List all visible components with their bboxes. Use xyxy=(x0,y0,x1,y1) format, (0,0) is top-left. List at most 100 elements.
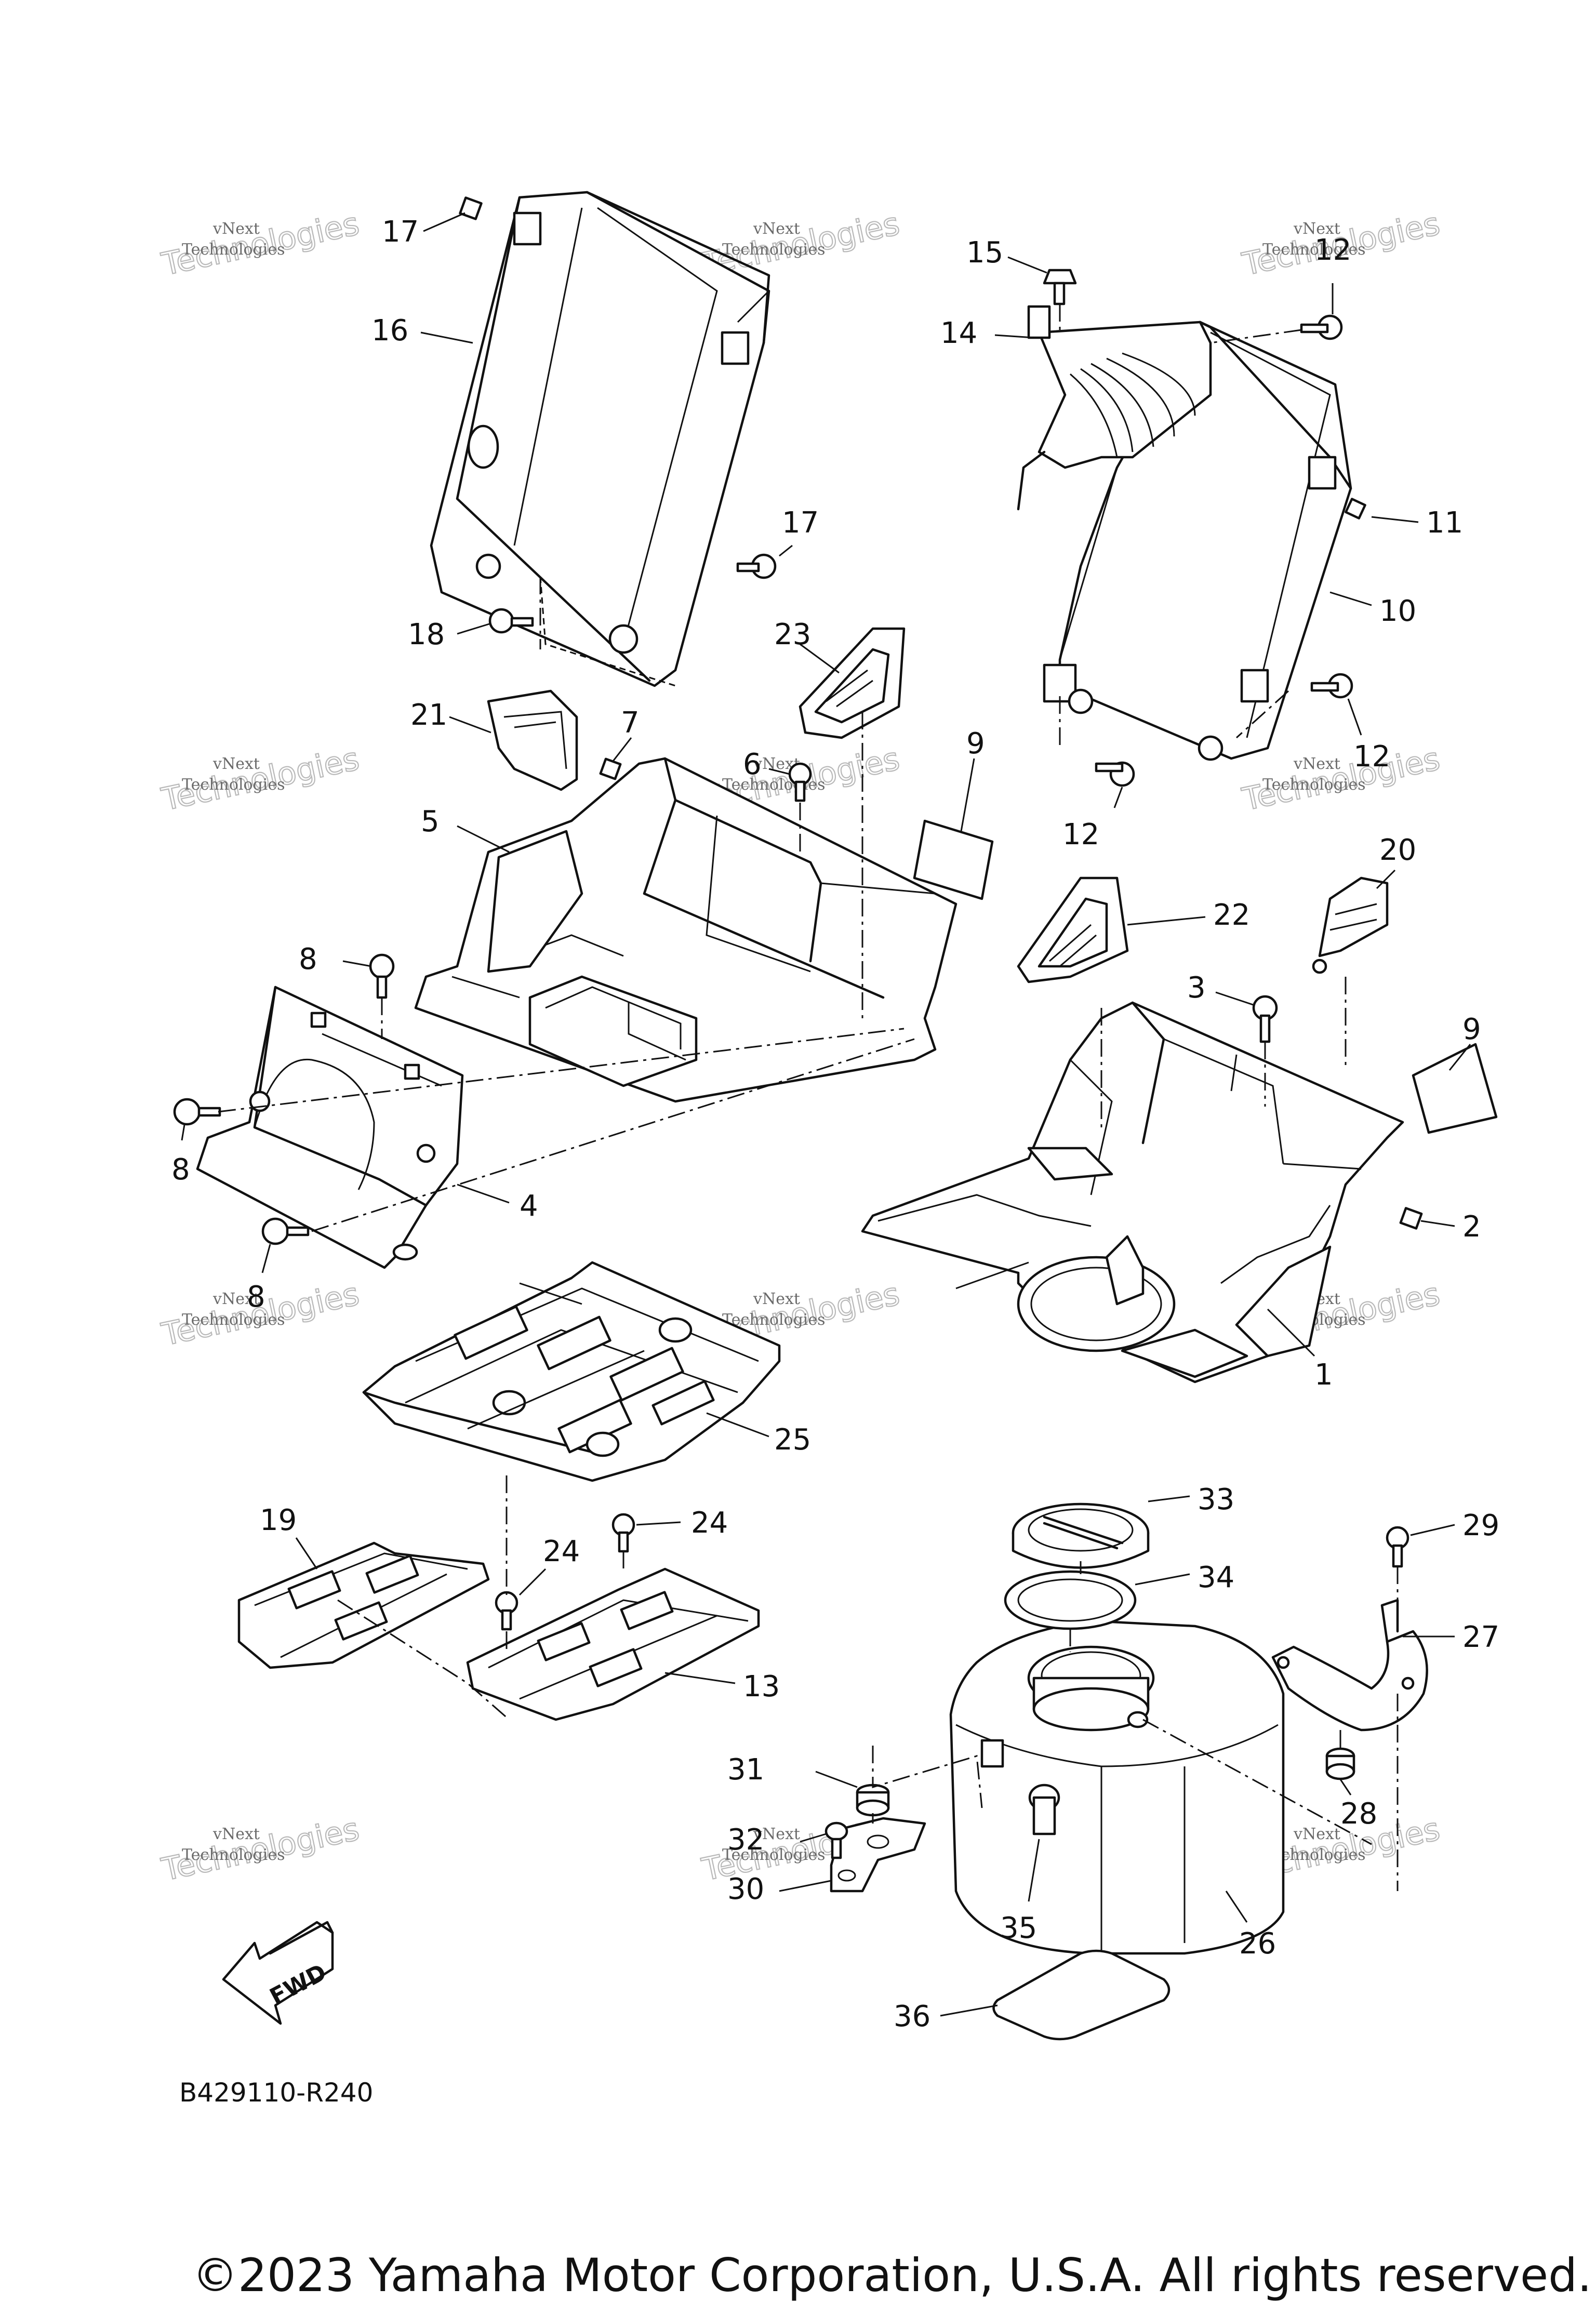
callout-1: 1 xyxy=(1314,1358,1333,1392)
part-15-hole xyxy=(475,553,501,579)
part-29-bolt xyxy=(1386,1526,1409,1568)
part-9-pad xyxy=(1412,1043,1498,1134)
part-26-fuel-tank xyxy=(949,1619,1285,1955)
callout-20: 20 xyxy=(1379,833,1416,867)
part-18-skid-plate xyxy=(466,1567,760,1721)
part-11-clip xyxy=(1345,498,1366,520)
callout-4: 5 xyxy=(421,805,440,839)
part-10-tab xyxy=(1308,456,1337,490)
part-10-side-cover xyxy=(1043,321,1352,761)
part-8-screw xyxy=(369,953,395,999)
part-8-screw xyxy=(261,1217,310,1245)
part-34-gasket xyxy=(1004,1570,1137,1630)
callouts: 17 16 17 18 15 14 12 11 10 12 12 23 xyxy=(171,212,1499,2033)
part-36-pad xyxy=(992,1949,1171,2041)
watermark-line2: Technologies xyxy=(182,1311,285,1329)
callout-23: 23 xyxy=(774,618,811,651)
callout-32: 32 xyxy=(727,1823,764,1857)
part-7-front-panel xyxy=(196,986,464,1269)
part-14-bolt xyxy=(1043,269,1077,305)
callout-7: 4 xyxy=(520,1189,538,1223)
watermark-line2: Technologies xyxy=(722,241,826,259)
callout-17: 18 xyxy=(408,618,445,651)
watermark-line1: vNext xyxy=(1293,755,1340,773)
part-4-storage-tray xyxy=(414,757,957,1103)
watermark-line2: Technologies xyxy=(1262,241,1366,259)
callout-24: 24 xyxy=(543,1535,580,1568)
callout-6: 7 xyxy=(621,706,640,740)
part-17-screw xyxy=(488,608,534,634)
watermark-line1: vNext xyxy=(1293,1825,1340,1843)
part-3-screw xyxy=(1252,995,1278,1043)
watermark-line1: vNext xyxy=(1293,220,1340,238)
callout-12: 12 xyxy=(1062,818,1099,852)
callout-35: 35 xyxy=(1000,1911,1037,1945)
callout-16: 17 xyxy=(382,215,419,249)
callout-29: 29 xyxy=(1462,1509,1499,1542)
part-2-clip xyxy=(1399,1207,1423,1230)
watermark-line2: Technologies xyxy=(182,1846,285,1864)
part-10-hole xyxy=(1068,688,1094,714)
callout-33: 33 xyxy=(1198,1483,1234,1516)
part-8-screw xyxy=(173,1098,221,1126)
part-12-screw xyxy=(1300,314,1343,340)
copyright: ©2023 Yamaha Motor Corporation, U.S.A. A… xyxy=(192,2249,1592,2302)
watermark-line2: Technologies xyxy=(722,1846,826,1864)
part-1-storage-tray xyxy=(861,1001,1404,1383)
part-17-screw xyxy=(736,553,777,579)
watermark-line2: Technologies xyxy=(722,1311,826,1329)
callout-24: 24 xyxy=(691,1506,728,1540)
callout-12: 12 xyxy=(1353,740,1390,774)
callout-3: 3 xyxy=(1187,971,1206,1005)
watermark: Technologies vNext Technologies xyxy=(158,205,363,284)
fwd-arrow-icon: FWD xyxy=(222,1921,334,2025)
callout-5: 6 xyxy=(743,748,762,781)
callout-27: 27 xyxy=(1462,1620,1499,1654)
callout-36: 36 xyxy=(894,2000,930,2033)
callout-31: 31 xyxy=(727,1753,764,1787)
part-9-pad xyxy=(913,819,994,900)
part-10-hole xyxy=(1198,735,1223,761)
part-15-hole xyxy=(467,424,499,469)
watermark-line1: vNext xyxy=(212,1825,260,1843)
callout-19: 19 xyxy=(260,1504,297,1537)
watermark-line2: Technologies xyxy=(1262,776,1366,794)
part-24-screw xyxy=(495,1591,518,1631)
callout-30: 30 xyxy=(727,1872,764,1906)
callout-12: 12 xyxy=(1314,233,1351,267)
part-22-handle xyxy=(1017,876,1129,983)
callout-2: 2 xyxy=(1462,1210,1481,1244)
part-23-handle xyxy=(799,627,906,739)
part-12-screw xyxy=(1310,673,1353,699)
part-13-duct xyxy=(1017,305,1212,511)
part-15-side-cover xyxy=(430,191,770,687)
part-15-tab xyxy=(513,211,542,246)
watermark-line1: vNext xyxy=(212,220,260,238)
watermark-line1: vNext xyxy=(753,220,800,238)
callout-15: 16 xyxy=(371,314,408,348)
part-28-damper xyxy=(1325,1747,1355,1780)
watermark-line2: Technologies xyxy=(182,241,285,259)
callout-8: 8 xyxy=(247,1280,265,1314)
assembly-lines xyxy=(218,304,1399,1891)
watermark-line1: vNext xyxy=(753,1290,800,1308)
callout-25: 25 xyxy=(774,1423,811,1457)
watermark-line2: Technologies xyxy=(182,776,285,794)
part-15-tab xyxy=(721,331,750,365)
callout-8: 8 xyxy=(171,1153,190,1187)
watermark: Technologies vNext Technologies xyxy=(158,740,363,819)
part-16-clip xyxy=(459,196,483,220)
part-12-screw xyxy=(1095,761,1135,787)
part-27-bracket xyxy=(1271,1599,1428,1732)
callout-10: 10 xyxy=(1379,594,1416,628)
diagram-code: B429110-R240 xyxy=(179,2078,373,2108)
part-30-bracket xyxy=(830,1817,926,1893)
part-19-skid-plate xyxy=(237,1541,490,1669)
part-15-hole xyxy=(608,624,639,654)
part-32-bolt xyxy=(824,1821,848,1859)
part-25-floor-board xyxy=(362,1261,781,1482)
callout-34: 34 xyxy=(1198,1561,1234,1594)
watermark: Technologies vNext Technologies xyxy=(158,1811,363,1889)
callout-13: 14 xyxy=(940,316,977,350)
